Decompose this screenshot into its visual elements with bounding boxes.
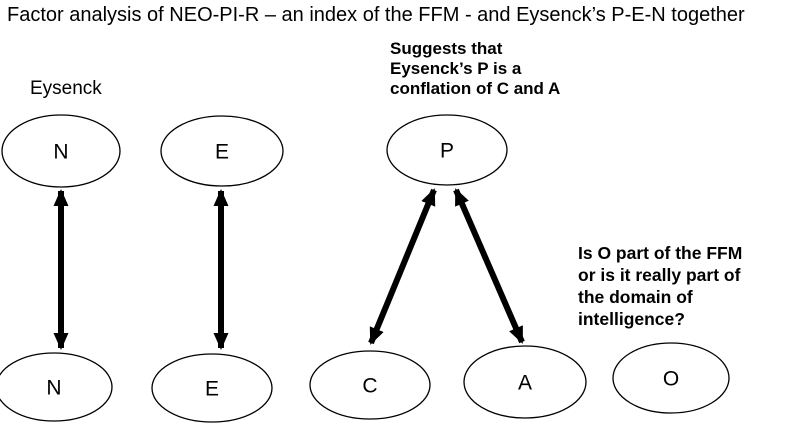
node-ellipse bbox=[1, 114, 121, 188]
node-ellipse bbox=[463, 345, 587, 419]
node-label: E bbox=[205, 378, 219, 401]
node-neo-c: C bbox=[309, 350, 431, 420]
edge-eysenck-p-neo-a bbox=[453, 188, 525, 344]
node-ellipse bbox=[160, 115, 284, 187]
node-ellipse bbox=[151, 353, 273, 423]
node-eysenck-n: N bbox=[1, 114, 121, 188]
node-label: N bbox=[46, 377, 61, 400]
node-label: C bbox=[362, 375, 377, 398]
annotation-openness: Is O part of the FFM or is it really par… bbox=[578, 242, 742, 330]
node-label: P bbox=[440, 140, 454, 163]
edge-eysenck-p-neo-c bbox=[368, 188, 437, 345]
node-label: O bbox=[663, 368, 679, 391]
annotation-line: Eysenck’s P is a bbox=[390, 59, 522, 78]
node-neo-e: E bbox=[151, 353, 273, 423]
node-label: A bbox=[518, 372, 532, 395]
node-ellipse bbox=[612, 342, 730, 414]
node-ellipse bbox=[386, 114, 508, 186]
annotation-conflation: Suggests that Eysenck’s P is a conflatio… bbox=[390, 39, 560, 99]
node-neo-o: O bbox=[612, 342, 730, 414]
node-eysenck-p: P bbox=[386, 114, 508, 186]
node-label: N bbox=[53, 141, 68, 164]
annotation-line: the domain of bbox=[578, 287, 693, 307]
annotation-line: or is it really part of bbox=[578, 265, 741, 285]
node-neo-a: A bbox=[463, 345, 587, 419]
node-ellipse bbox=[0, 352, 113, 422]
annotation-line: Is O part of the FFM bbox=[578, 243, 743, 263]
annotation-line: intelligence? bbox=[578, 309, 685, 329]
page-title: Factor analysis of NEO-PI-R – an index o… bbox=[7, 4, 745, 26]
node-label: E bbox=[215, 141, 229, 164]
annotation-line: conflation of C and A bbox=[390, 79, 561, 98]
node-neo-n: N bbox=[0, 352, 113, 422]
node-eysenck-e: E bbox=[160, 115, 284, 187]
node-ellipse bbox=[309, 350, 431, 420]
eysenck-model-label: Eysenck bbox=[30, 78, 102, 99]
annotation-line: Suggests that bbox=[390, 39, 503, 58]
